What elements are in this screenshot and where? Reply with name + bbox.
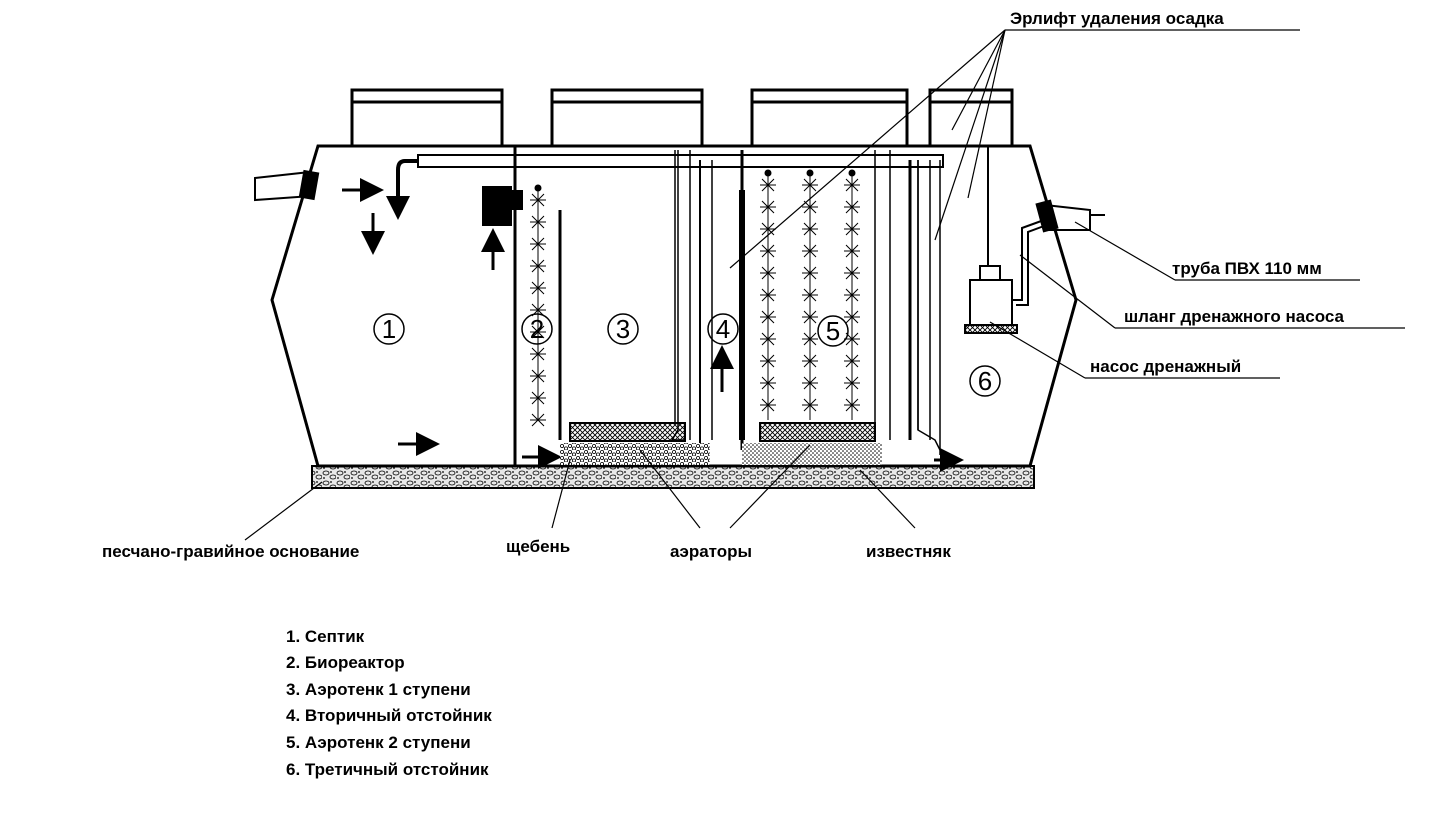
chamber-2-number: 2 xyxy=(530,314,544,344)
tank-body xyxy=(270,144,1078,468)
brush-node xyxy=(802,244,818,258)
outlet-pipe xyxy=(1035,199,1105,233)
brush-node xyxy=(530,193,546,207)
brush-node xyxy=(530,369,546,383)
brush-node xyxy=(802,178,818,192)
partitions xyxy=(513,146,941,466)
biofilter-block xyxy=(482,186,512,226)
brush-node xyxy=(844,354,860,368)
inlet-elbow xyxy=(396,159,418,198)
label-sand-gravel: песчано-гравийное основание xyxy=(102,542,359,561)
label-pump-hose: шланг дренажного насоса xyxy=(1124,307,1345,326)
label-pvc-pipe: труба ПВХ 110 мм xyxy=(1172,259,1322,278)
brush-node xyxy=(760,178,776,192)
brush-node xyxy=(802,376,818,390)
label-crushed-stone: щебень xyxy=(506,537,570,556)
label-limestone: известняк xyxy=(866,542,951,561)
brush-node xyxy=(760,332,776,346)
chamber-5-number: 5 xyxy=(826,316,840,346)
legend-item: 2. Биореактор xyxy=(286,653,405,672)
biofilter-top xyxy=(508,190,523,210)
airlift-pipe-top xyxy=(417,154,944,168)
legend: 1. Септик 2. Биореактор 3. Аэротенк 1 ст… xyxy=(286,627,492,779)
label-aerators: аэраторы xyxy=(670,542,752,561)
brush-node xyxy=(760,310,776,324)
brush-node xyxy=(530,413,546,427)
brush-node xyxy=(530,259,546,273)
flow-arrows xyxy=(342,178,964,472)
brush-node xyxy=(802,354,818,368)
brush-node xyxy=(844,200,860,214)
brush-node xyxy=(802,310,818,324)
brush-node xyxy=(530,347,546,361)
limestone-fill xyxy=(742,443,882,465)
label-airlift: Эрлифт удаления осадка xyxy=(1010,9,1224,28)
brush-node xyxy=(844,376,860,390)
brush-node xyxy=(844,398,860,412)
brush-node xyxy=(802,222,818,236)
brush-node xyxy=(530,325,546,339)
inlet-pipe xyxy=(254,169,320,202)
brush-node xyxy=(530,281,546,295)
brush-node xyxy=(760,376,776,390)
legend-item: 1. Септик xyxy=(286,627,365,646)
brush-node xyxy=(760,200,776,214)
drain-pump xyxy=(964,146,1045,334)
aeration-strings xyxy=(530,169,860,427)
chamber-6-number: 6 xyxy=(978,366,992,396)
brush-node xyxy=(802,288,818,302)
chamber-3-number: 3 xyxy=(616,314,630,344)
brush-node xyxy=(802,398,818,412)
sand-gravel-base xyxy=(311,465,1035,489)
hatches xyxy=(350,88,1014,148)
brush-node xyxy=(844,222,860,236)
leader-lines xyxy=(244,29,1405,541)
legend-item: 4. Вторичный отстойник xyxy=(286,706,492,725)
brush-node xyxy=(760,288,776,302)
brush-node xyxy=(844,244,860,258)
aerator-2 xyxy=(759,422,876,442)
label-drain-pump: насос дренажный xyxy=(1090,357,1241,376)
chamber-4-number: 4 xyxy=(716,314,730,344)
brush-node xyxy=(530,237,546,251)
crushed-stone-fill xyxy=(560,443,710,465)
brush-node xyxy=(760,354,776,368)
legend-item: 3. Аэротенк 1 ступени xyxy=(286,680,471,699)
brush-node xyxy=(530,215,546,229)
chamber-numbers xyxy=(373,313,1001,397)
legend-item: 6. Третичный отстойник xyxy=(286,760,489,779)
brush-node xyxy=(760,222,776,236)
brush-node xyxy=(530,391,546,405)
brush-node xyxy=(760,244,776,258)
brush-node xyxy=(844,310,860,324)
airlift-downpipes xyxy=(670,150,941,451)
aerator-1 xyxy=(569,422,686,442)
brush-node xyxy=(802,266,818,280)
brush-node xyxy=(760,266,776,280)
brush-node xyxy=(760,398,776,412)
brush-node xyxy=(844,266,860,280)
legend-item: 5. Аэротенк 2 ступени xyxy=(286,733,471,752)
brush-node xyxy=(802,332,818,346)
brush-node xyxy=(844,288,860,302)
chamber-1-number: 1 xyxy=(382,314,396,344)
brush-node xyxy=(844,178,860,192)
